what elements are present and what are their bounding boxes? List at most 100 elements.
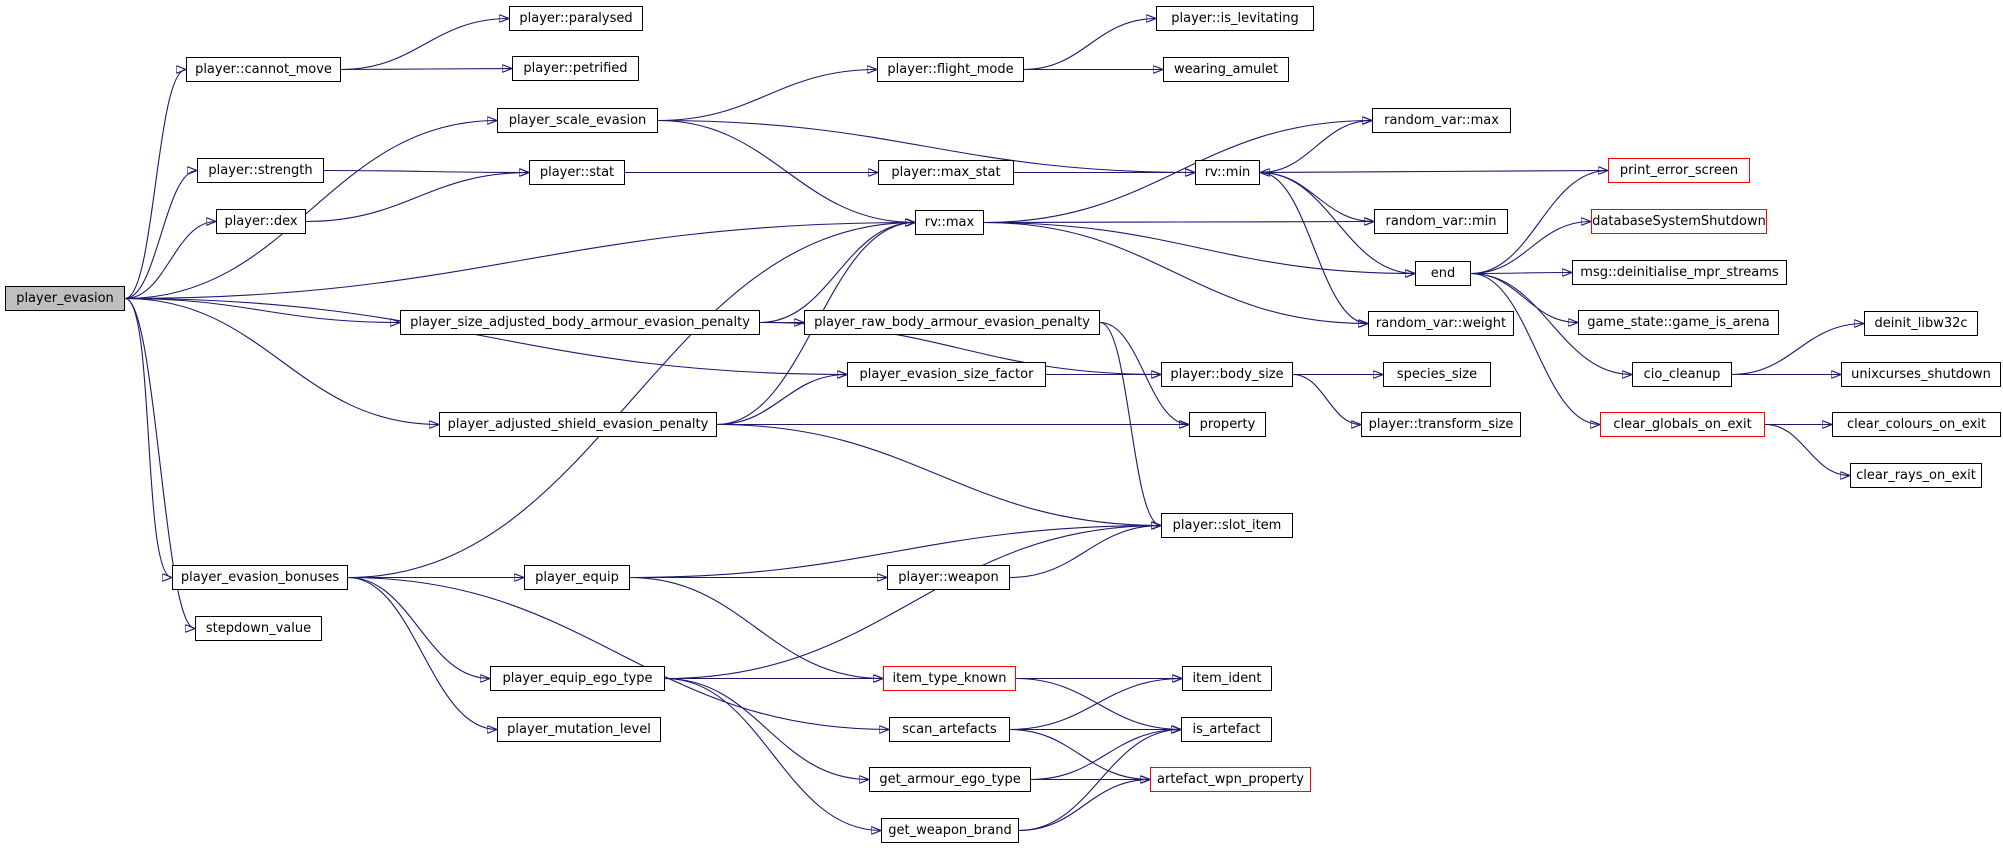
edge-strength-to-stat [323,171,529,173]
node-body-size[interactable]: player::body_size [1161,362,1293,387]
edge-player-evasion-to-stepdown-value [124,297,196,629]
edge-shield-penalty-to-size-factor [716,375,847,426]
edge-end-to-cio-cleanup [1470,272,1632,375]
node-size-factor[interactable]: player_evasion_size_factor [847,362,1046,387]
node-petrified[interactable]: player::petrified [512,56,639,81]
edge-rv-max-to-random-var-min [983,222,1374,223]
node-deinit-libw32c[interactable]: deinit_libw32c [1864,311,1978,336]
node-is-artefact[interactable]: is_artefact [1181,717,1272,742]
edge-player-evasion-to-size-adj-penalty [124,297,400,323]
node-player-equip[interactable]: player_equip [524,565,630,590]
node-species-size[interactable]: species_size [1383,362,1491,387]
edge-player-evasion-to-rv-max [124,223,915,300]
edge-rv-min-to-random-var-max [1259,121,1372,174]
node-clear-globals-on-exit[interactable]: clear_globals_on_exit [1600,412,1765,437]
node-game-is-arena[interactable]: game_state::game_is_arena [1578,310,1779,335]
edge-scan-artefacts-to-artefact-wpn-property [1009,728,1150,780]
node-weapon-brand[interactable]: get_weapon_brand [881,818,1019,843]
node-item-ident[interactable]: item_ident [1182,666,1272,691]
node-random-var-max[interactable]: random_var::max [1372,108,1511,133]
node-transform-size[interactable]: player::transform_size [1361,412,1521,437]
edge-scan-artefacts-to-item-ident [1009,679,1182,731]
edge-weapon-brand-to-artefact-wpn-property [1018,780,1150,832]
node-raw-penalty[interactable]: player_raw_body_armour_evasion_penalty [804,310,1100,335]
edge-clear-globals-on-exit-to-clear-rays-on-exit [1764,423,1850,476]
node-scale-evasion[interactable]: player_scale_evasion [497,108,658,133]
edge-weapon-brand-to-is-artefact [1018,730,1181,832]
edge-player-evasion-to-shield-penalty [124,297,439,425]
edge-evasion-bonuses-to-rv-max [347,223,915,579]
node-shield-penalty[interactable]: player_adjusted_shield_evasion_penalty [439,412,717,437]
node-property[interactable]: property [1189,412,1266,437]
node-evasion-bonuses[interactable]: player_evasion_bonuses [172,565,348,590]
edge-scale-evasion-to-flight-mode [657,70,877,122]
edge-player-evasion-to-evasion-bonuses [124,297,173,578]
edge-rv-max-to-random-var-weight [983,221,1368,324]
node-random-var-weight[interactable]: random_var::weight [1368,311,1514,336]
edge-rv-max-to-random-var-max [983,121,1372,224]
node-clear-rays-on-exit[interactable]: clear_rays_on_exit [1850,463,1982,488]
edge-rv-min-to-random-var-weight [1259,171,1368,324]
node-armour-ego-type[interactable]: get_armour_ego_type [869,767,1031,792]
node-size-adj-penalty[interactable]: player_size_adjusted_body_armour_evasion… [400,310,760,335]
node-end[interactable]: end [1415,261,1471,286]
node-player-evasion[interactable]: player_evasion [5,286,125,311]
node-random-var-min[interactable]: random_var::min [1374,209,1508,234]
edge-player-equip-to-item-type-known [629,576,883,679]
node-rv-min[interactable]: rv::min [1195,160,1260,185]
node-flight-mode[interactable]: player::flight_mode [877,57,1024,82]
edge-cio-cleanup-to-deinit-libw32c [1731,324,1864,376]
edge-player-evasion-to-dex [124,222,216,300]
node-max-stat[interactable]: player::max_stat [878,160,1014,185]
edge-flight-mode-to-is-levitating [1023,19,1156,71]
node-slot-item[interactable]: player::slot_item [1161,513,1293,538]
edge-player-evasion-to-scale-evasion [124,121,497,300]
edge-end-to-deinitialise [1470,273,1572,274]
node-unixcurses-shutdown[interactable]: unixcurses_shutdown [1841,362,2001,387]
node-scan-artefacts[interactable]: scan_artefacts [889,717,1010,742]
edge-player-evasion-to-cannot-move [124,70,187,300]
edge-cannot-move-to-petrified [340,69,512,70]
edge-print-error-screen-to-rv-min [1260,171,1609,173]
node-mutation-level[interactable]: player_mutation_level [497,717,661,742]
node-wearing-amulet[interactable]: wearing_amulet [1163,57,1289,82]
node-equip-ego-type[interactable]: player_equip_ego_type [490,666,665,691]
edge-end-to-print-error-screen [1470,171,1608,275]
edge-equip-ego-type-to-weapon-brand [664,677,881,831]
edge-shield-penalty-to-slot-item [716,423,1161,526]
node-artefact-wpn-property[interactable]: artefact_wpn_property [1150,767,1311,792]
edge-size-adj-penalty-to-rv-max [759,223,915,324]
node-print-error-screen[interactable]: print_error_screen [1608,158,1750,183]
node-databaseSystemShutdown[interactable]: databaseSystemShutdown [1591,209,1767,234]
edge-cannot-move-to-paralysed [340,19,509,71]
edge-player-evasion-to-strength [124,171,198,300]
edge-item-type-known-to-is-artefact [1015,677,1181,730]
node-strength[interactable]: player::strength [197,158,324,183]
edge-equip-ego-type-to-armour-ego-type [664,677,869,780]
edge-player-equip-to-slot-item [629,526,1161,579]
node-stepdown-value[interactable]: stepdown_value [195,616,322,641]
edge-rv-min-to-end [1259,171,1415,274]
node-paralysed[interactable]: player::paralysed [509,6,643,31]
node-deinitialise[interactable]: msg::deinitialise_mpr_streams [1572,260,1787,285]
node-cio-cleanup[interactable]: cio_cleanup [1632,362,1732,387]
edge-rv-max-to-end [983,221,1415,274]
edge-evasion-bonuses-to-mutation-level [347,576,497,730]
node-is-levitating[interactable]: player::is_levitating [1156,6,1314,31]
edge-scale-evasion-to-rv-max [657,119,915,223]
edge-evasion-bonuses-to-equip-ego-type [347,576,490,679]
edge-scale-evasion-to-rv-min [657,119,1195,173]
node-weapon[interactable]: player::weapon [887,565,1010,590]
node-item-type-known[interactable]: item_type_known [883,666,1016,691]
edge-armour-ego-type-to-is-artefact [1030,730,1181,781]
edge-body-size-to-transform-size [1292,373,1361,425]
node-cannot-move[interactable]: player::cannot_move [186,57,341,82]
edge-dex-to-stat [305,173,529,223]
edge-evasion-bonuses-to-scan-artefacts [347,576,889,730]
node-dex[interactable]: player::dex [216,209,306,234]
node-clear-colours-on-exit[interactable]: clear_colours_on_exit [1832,412,2001,437]
node-stat[interactable]: player::stat [529,160,625,185]
edge-end-to-clear-globals-on-exit [1470,272,1600,425]
node-rv-max[interactable]: rv::max [915,210,984,235]
